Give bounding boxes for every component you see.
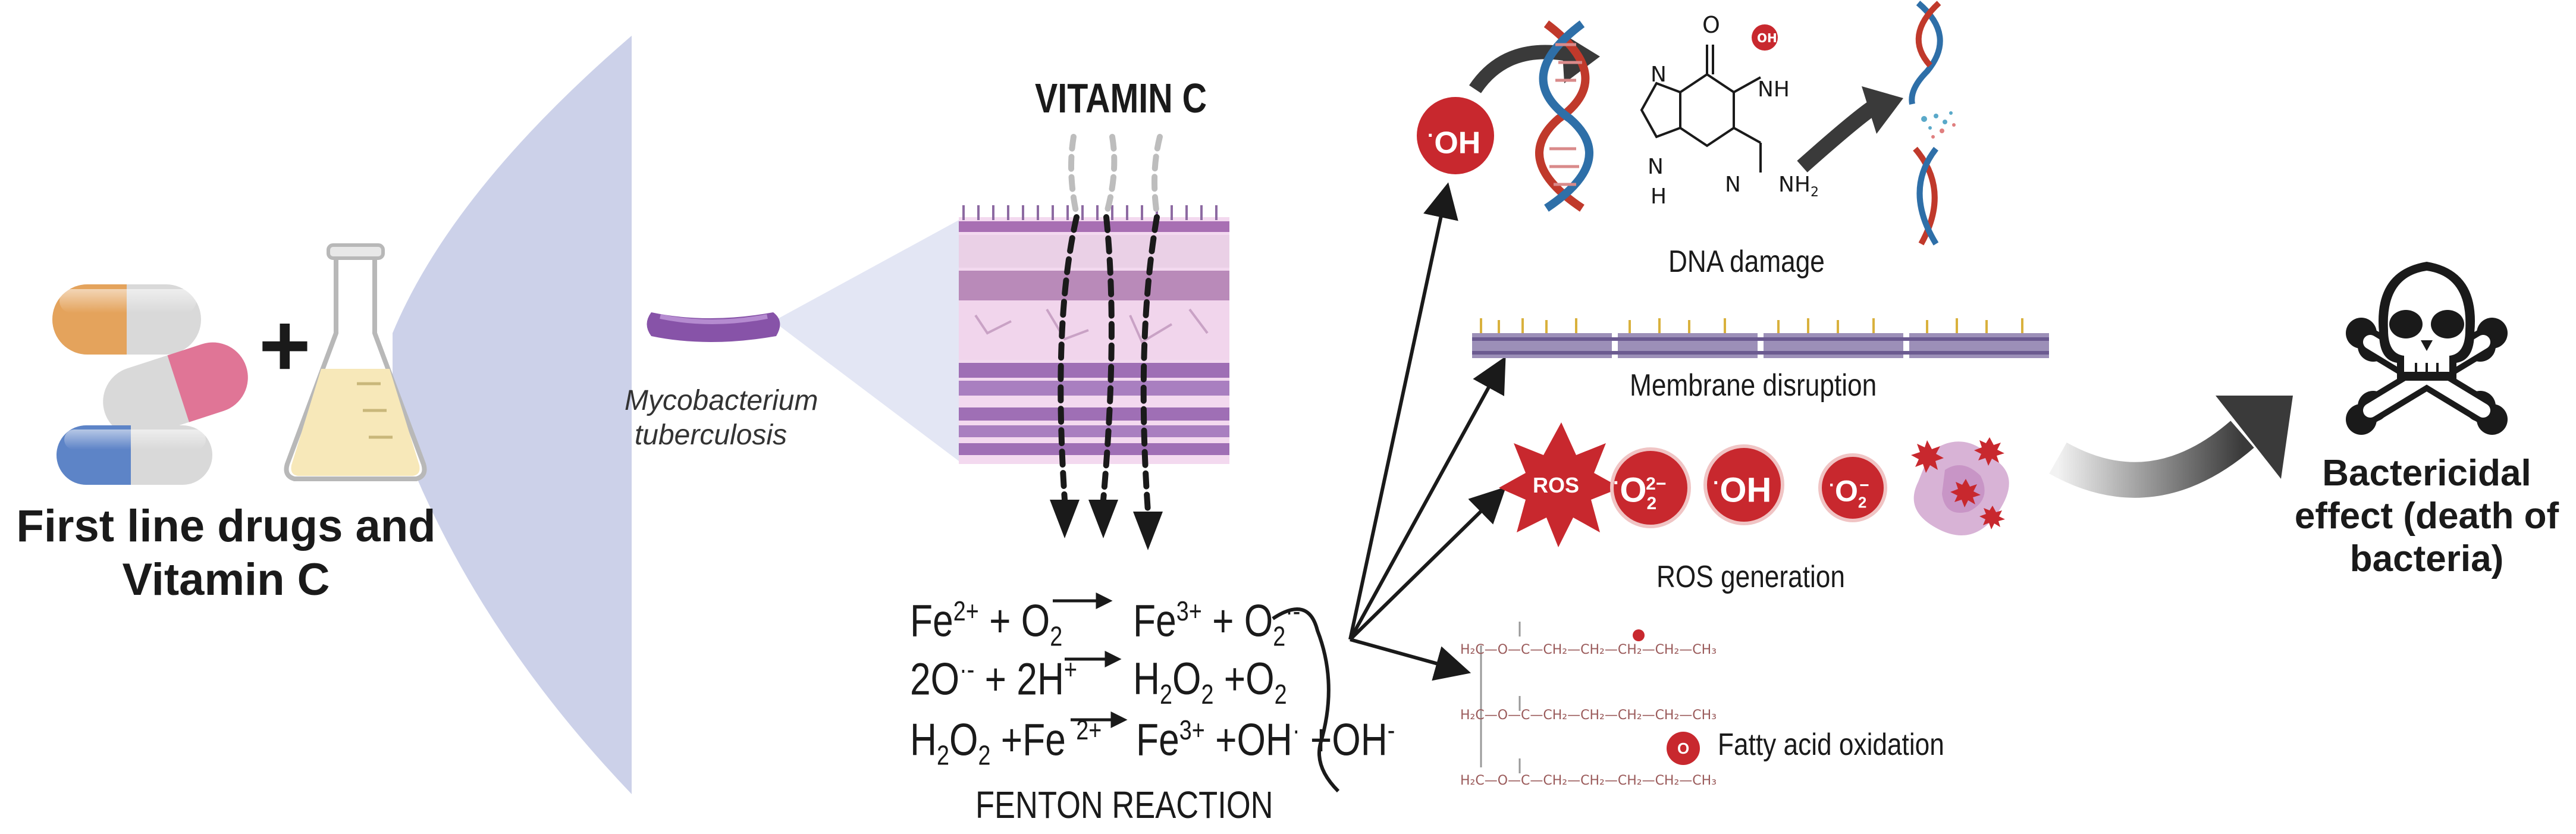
fatty-acid-badge-text: O	[1677, 739, 1690, 757]
cell-wall-cross-section	[959, 205, 1229, 464]
bactericidal-effect-label: Bactericidal effect (death of bacteria)	[2284, 452, 2569, 581]
effect-arrows	[1348, 182, 1507, 681]
lipid-row-1: H₂C—O—C—CH₂—CH₂—CH₂—CH₂—CH₃	[1460, 642, 1717, 657]
drugs-label-line2: Vitamin C	[122, 554, 330, 605]
outcome-arrow-head-icon	[2216, 396, 2293, 479]
o2-radical-text: ·O2−	[1829, 474, 1869, 512]
damaged-cell-icon	[1911, 437, 2009, 535]
fenton-reaction-arrows	[1053, 592, 1128, 729]
fenton-connector-curve	[1272, 607, 1340, 793]
vitamin-c-label: VITAMIN C	[1035, 75, 1207, 121]
drugs-label: First line drugs and Vitamin C	[0, 500, 452, 607]
hydroxyl-text: ·OH	[1713, 471, 1772, 510]
bacterium-label: Mycobacterium tuberculosis	[625, 384, 818, 453]
dna-helix-icon	[1535, 20, 1593, 212]
fenton-reaction-title: FENTON REACTION	[975, 783, 1273, 826]
guanine-n1-label: N	[1651, 62, 1667, 87]
dna-damage-label: DNA damage	[1668, 244, 1825, 279]
ros-star-text: ROS	[1533, 473, 1580, 497]
oh-radical-text: ·OH	[1427, 124, 1481, 161]
drugs-label-line1: First line drugs and	[16, 501, 436, 551]
fenton-eq3-left: H2O2 +Fe 2+	[910, 714, 1102, 771]
guanine-oh-badge	[1752, 24, 1778, 51]
plus-sign: +	[259, 295, 311, 395]
oh-radical-badge	[1417, 97, 1494, 174]
lipid-oxidation-marker	[1633, 629, 1645, 641]
vitamin-c-dashed-arrows	[1058, 134, 1163, 515]
pill-blue-icon	[57, 425, 212, 485]
guanine-o-label: O	[1702, 12, 1720, 38]
guanine-nh1-label: NH	[1758, 77, 1790, 102]
hydroxyl-badge	[1703, 444, 1784, 525]
flask-icon	[284, 243, 427, 481]
fenton-eq2-left: 2O·- + 2H+	[910, 654, 1077, 705]
membrane-disruption-label: Membrane disruption	[1630, 368, 1877, 403]
guanine-oh-badge-text: OH	[1757, 31, 1777, 45]
bacterium-zoom-cone	[773, 220, 959, 461]
lipid-row-2: H₂C—O—C—CH₂—CH₂—CH₂—CH₂—CH₃	[1460, 708, 1717, 723]
membrane-disruption-bar	[1472, 318, 2049, 358]
vitamin-c-arrowheads	[1050, 500, 1163, 550]
damage-curved-arrow-icon	[1797, 101, 1878, 173]
skull-crossbones-icon	[2346, 262, 2508, 435]
outcome-line1: Bactericidal	[2322, 453, 2531, 494]
guanine-n3-label: N	[1725, 173, 1741, 197]
lipid-row-3: H₂C—O—C—CH₂—CH₂—CH₂—CH₂—CH₃	[1460, 773, 1717, 788]
lipid-structure-bonds	[1480, 622, 1521, 773]
outcome-line2: effect (death of	[2294, 496, 2559, 537]
fenton-eq3-right: Fe3+ +OH· +OH-	[1136, 714, 1395, 766]
fenton-eq1-right: Fe3+ + O2·-	[1133, 595, 1301, 652]
guanine-h-label: H	[1651, 184, 1667, 209]
damage-arrow-head-icon	[1862, 86, 1903, 134]
ros-generation-label: ROS generation	[1656, 560, 1845, 594]
outcome-line3: bacteria)	[2349, 538, 2504, 579]
guanine-nh2-label: NH2	[1778, 173, 1819, 200]
pill-orange-icon	[52, 284, 201, 355]
damaged-dna-icon	[1909, 1, 1956, 246]
superoxide-badge	[1610, 447, 1691, 528]
fatty-acid-oxidation-label: Fatty acid oxidation	[1718, 728, 1944, 762]
guanine-structure	[1640, 45, 1762, 173]
pill-pink-icon	[103, 342, 248, 437]
fatty-acid-badge	[1667, 732, 1700, 765]
zoom-cone	[393, 36, 632, 794]
ros-star-icon	[1499, 422, 1621, 547]
superoxide-text: ·O22−	[1613, 471, 1667, 513]
guanine-n2-label: N	[1648, 155, 1664, 179]
fenton-eq1-left: Fe2+ + O2	[910, 595, 1063, 652]
fenton-eq2-right: H2O2 +O2	[1133, 654, 1287, 710]
bacterium-icon	[647, 312, 780, 342]
outcome-curved-arrow-icon	[2049, 421, 2254, 498]
bacterium-label-line2: tuberculosis	[634, 419, 787, 451]
o2-radical-badge	[1818, 453, 1887, 522]
bacterium-label-line1: Mycobacterium	[625, 385, 818, 416]
